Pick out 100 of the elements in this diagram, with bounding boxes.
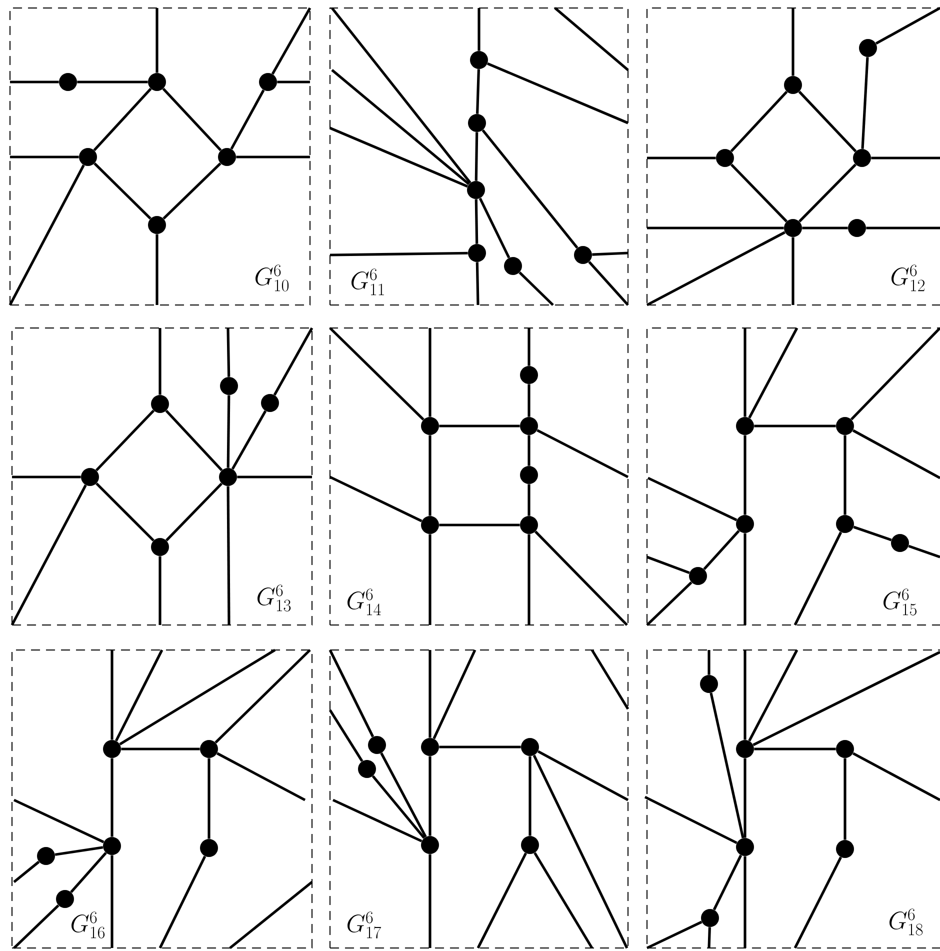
edge-line xyxy=(532,754,628,949)
vertex-dot xyxy=(259,73,277,91)
edge-line xyxy=(10,80,59,84)
panel-frame: $G^{6}_{18}$ xyxy=(646,650,940,948)
panel-frame: $G^{6}_{15}$ xyxy=(646,328,940,626)
edge-line xyxy=(646,231,786,306)
vertex-dot xyxy=(470,51,488,69)
edge-line xyxy=(439,524,520,526)
vertex-dot xyxy=(151,538,169,556)
edge-line xyxy=(273,327,314,396)
vertex-dot xyxy=(520,417,538,435)
vertex-dot xyxy=(700,675,718,693)
edge-line xyxy=(330,7,472,184)
vertex-dot xyxy=(784,76,802,94)
vertex-dot xyxy=(218,148,236,166)
edge-line xyxy=(439,746,521,748)
vertex-dot xyxy=(261,394,279,412)
edge-line xyxy=(428,534,432,625)
edge-line xyxy=(271,7,312,75)
vertex-dot xyxy=(716,149,734,167)
edge-line xyxy=(536,429,629,478)
vertex-dot xyxy=(736,838,754,856)
vertex-dot xyxy=(81,468,99,486)
edge-line xyxy=(94,162,152,220)
vertex-dot xyxy=(56,890,74,908)
edge-line xyxy=(428,328,432,417)
edge-line xyxy=(792,8,794,76)
edge-line xyxy=(230,89,265,150)
edge-line xyxy=(428,435,432,516)
edge-line xyxy=(214,649,311,744)
edge-line xyxy=(380,752,427,838)
edge-line xyxy=(96,482,154,542)
edge-line xyxy=(330,252,468,256)
vertex-dot xyxy=(574,246,592,264)
edge-line xyxy=(744,856,746,948)
edge-line xyxy=(844,435,846,515)
edge-line xyxy=(754,748,836,750)
vertex-dot xyxy=(891,534,909,552)
edge-line xyxy=(708,650,710,675)
edge-line xyxy=(236,156,310,158)
edge-line xyxy=(754,424,836,428)
edge-line xyxy=(752,650,940,746)
edge-line xyxy=(13,904,60,949)
vertex-dot xyxy=(151,395,169,413)
edge-line xyxy=(798,164,856,222)
edge-line xyxy=(852,752,940,802)
panel-frame: $G^{6}_{10}$ xyxy=(10,8,310,306)
edge-line xyxy=(162,162,222,220)
edge-line xyxy=(110,650,114,740)
edge-line xyxy=(875,6,940,45)
edge-line xyxy=(10,156,79,158)
edge-line xyxy=(794,856,842,949)
edge-line xyxy=(70,852,107,893)
edge-line xyxy=(908,544,940,558)
vertex-dot xyxy=(421,516,439,534)
vertex-dot xyxy=(784,219,802,237)
edge-line xyxy=(110,758,114,837)
vertex-dot xyxy=(521,738,539,756)
vertex-dot xyxy=(836,740,854,758)
edge-line xyxy=(850,327,940,420)
edge-line xyxy=(428,854,432,948)
edge-line xyxy=(231,410,267,470)
vertex-dot xyxy=(736,740,754,758)
vertex-dot xyxy=(848,219,866,237)
edge-line xyxy=(121,748,200,750)
vertex-dot xyxy=(219,468,237,486)
edge-line xyxy=(8,164,85,306)
edge-line xyxy=(226,395,230,468)
edge-line xyxy=(478,198,510,258)
vertex-dot xyxy=(520,516,538,534)
edge-line xyxy=(794,532,842,626)
edge-line xyxy=(329,476,422,522)
edge-line xyxy=(54,846,104,856)
edge-line xyxy=(226,486,230,626)
vertex-dot xyxy=(200,740,218,758)
edge-line xyxy=(647,226,784,230)
edge-line xyxy=(476,69,480,114)
edge-line xyxy=(528,756,532,836)
panel-frame: $G^{6}_{12}$ xyxy=(646,8,940,306)
edge-line xyxy=(712,854,742,910)
edge-line xyxy=(13,860,40,884)
edge-line xyxy=(871,156,940,160)
edge-line xyxy=(13,798,104,844)
edge-line xyxy=(710,692,744,838)
edge-line xyxy=(12,476,81,478)
edge-line xyxy=(476,852,528,949)
edge-line xyxy=(158,856,206,949)
edge-line xyxy=(708,927,711,948)
edge-line xyxy=(748,649,798,742)
vertex-dot xyxy=(79,148,97,166)
edge-line xyxy=(744,758,746,838)
edge-line xyxy=(528,484,530,516)
edge-line xyxy=(853,526,892,542)
vertex-dot xyxy=(421,738,439,756)
vertex-dot xyxy=(520,366,538,384)
edge-line xyxy=(95,410,155,472)
edge-line xyxy=(537,750,629,802)
edge-line xyxy=(328,709,364,762)
panel-frame: $G^{6}_{17}$ xyxy=(330,650,628,948)
vertex-dot xyxy=(37,847,55,865)
